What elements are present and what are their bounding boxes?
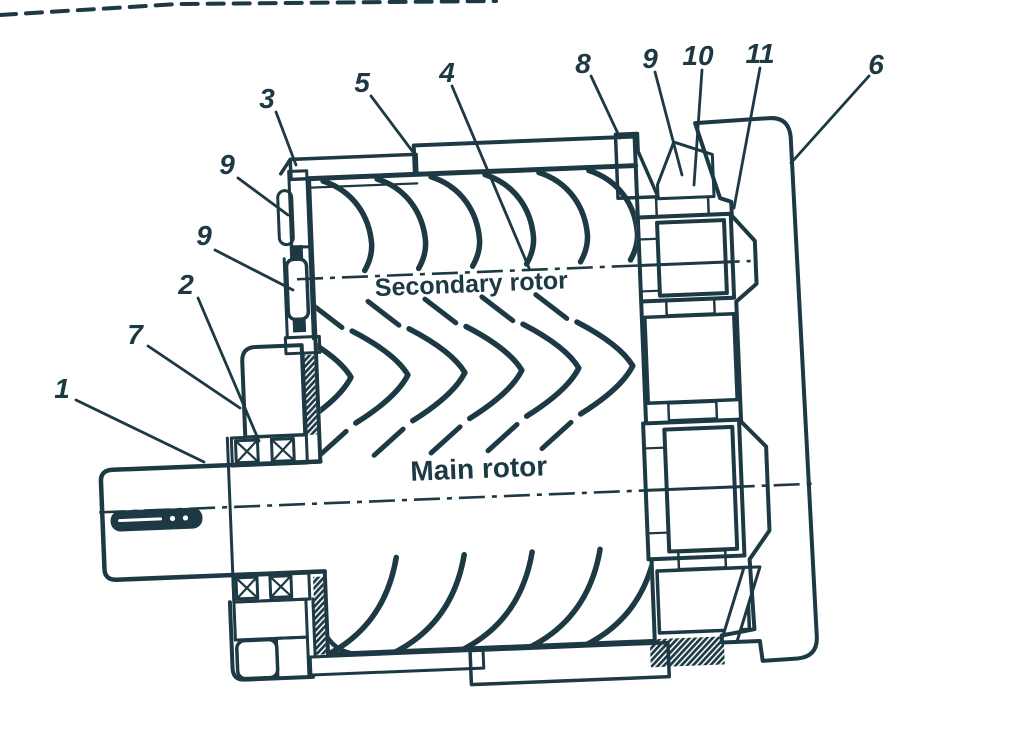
svg-text:11: 11 (745, 38, 774, 69)
callout-9-right: 9 (642, 43, 684, 177)
callout-5: 5 (354, 67, 418, 158)
svg-text:9: 9 (219, 149, 235, 180)
lower-left-gland-foot (227, 597, 315, 682)
callout-3: 3 (259, 83, 298, 167)
main-rotor-bottom-flutes (316, 544, 653, 653)
main-rotor-label: Main rotor (410, 450, 548, 486)
callout-9-left-upper: 9 (219, 149, 290, 217)
svg-text:8: 8 (575, 48, 591, 79)
callout-9-left-lower: 9 (196, 220, 295, 292)
herringbone-mesh-flutes (311, 292, 636, 461)
seal-strip-top-2 (667, 400, 719, 422)
main-rotor-left-bearings (229, 433, 312, 604)
casing-bottom (308, 636, 725, 687)
callout-2: 2 (177, 269, 261, 443)
casing-top (279, 134, 639, 189)
svg-text:10: 10 (682, 40, 714, 71)
secondary-rotor-centerline (296, 259, 751, 281)
rotor-flutes (311, 167, 653, 653)
svg-text:9: 9 (196, 220, 212, 251)
callout-11: 11 (732, 38, 775, 210)
main-rotor-centerline (99, 482, 816, 514)
svg-text:9: 9 (642, 43, 658, 74)
centerlines (99, 259, 816, 514)
svg-text:4: 4 (438, 57, 455, 88)
svg-text:1: 1 (54, 373, 70, 404)
mid-gland (643, 311, 739, 405)
callout-4: 4 (438, 57, 531, 270)
svg-text:5: 5 (354, 67, 370, 98)
secondary-rotor-right-bearing (635, 211, 737, 304)
callouts: 1 7 2 9 9 3 5 4 (54, 38, 884, 464)
svg-text:7: 7 (127, 319, 144, 350)
callout-10: 10 (682, 40, 714, 187)
drive-shaft (98, 351, 328, 657)
svg-text:6: 6 (868, 49, 884, 80)
callout-6: 6 (789, 49, 884, 165)
callout-1: 1 (54, 373, 206, 464)
cross-section-drawing: Secondary rotor Main rotor (98, 116, 819, 687)
end-cover (693, 116, 819, 663)
scan-dashed-line (0, 0, 498, 17)
svg-text:2: 2 (177, 269, 194, 300)
shaft-keyway (110, 507, 203, 532)
secondary-rotor-top-flutes (320, 167, 641, 274)
svg-text:3: 3 (259, 83, 275, 114)
chamber-left-wall (304, 176, 331, 657)
callout-8: 8 (575, 48, 622, 140)
callout-7: 7 (127, 319, 242, 410)
